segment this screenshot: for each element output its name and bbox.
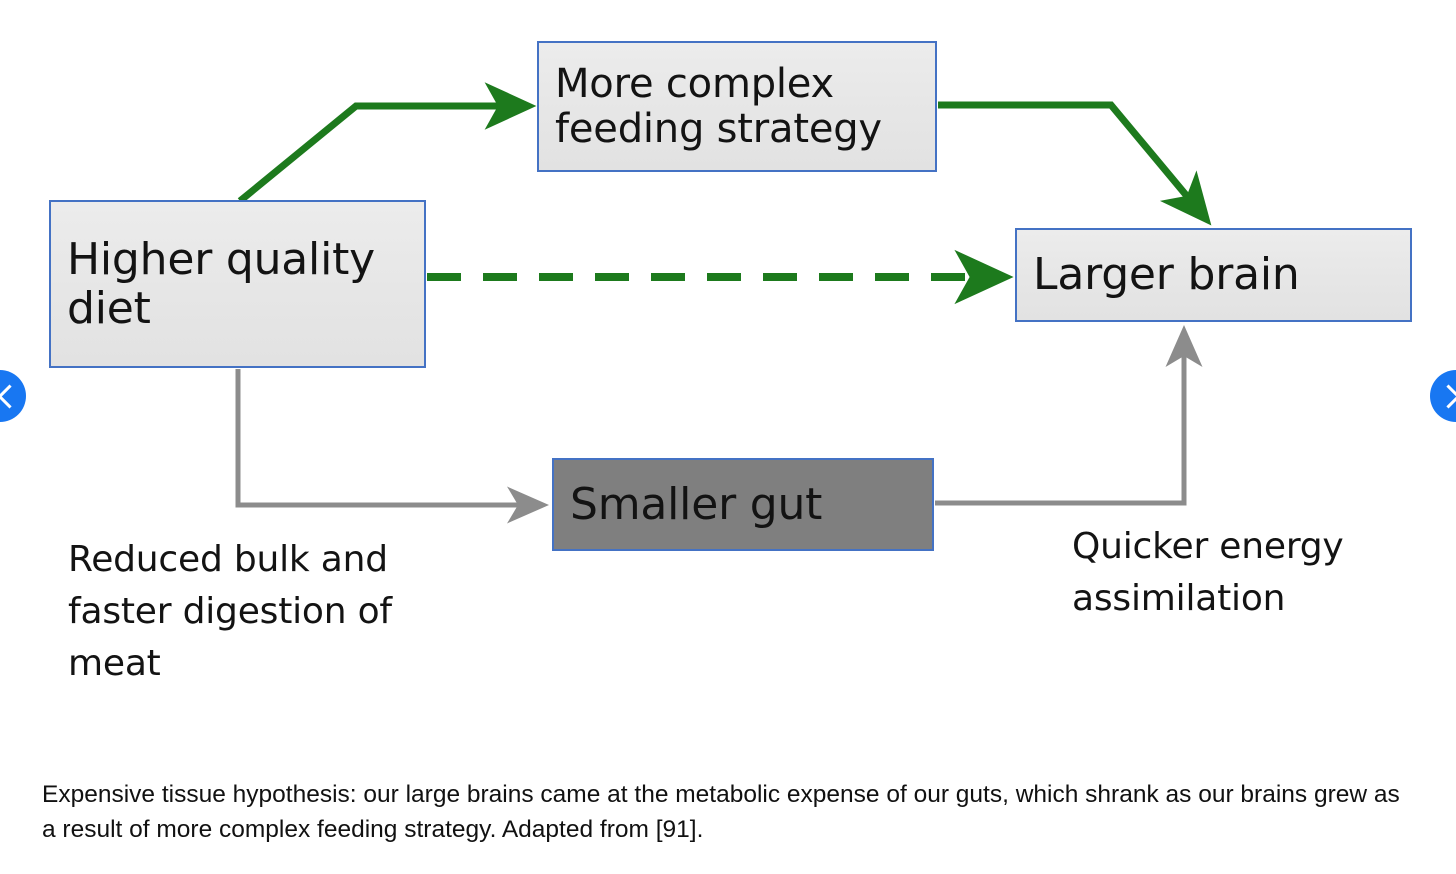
node-label: Smaller gut bbox=[570, 478, 823, 530]
node-smaller-gut: Smaller gut bbox=[552, 458, 934, 551]
node-larger-brain: Larger brain bbox=[1015, 228, 1412, 322]
edge-gut-to-brain bbox=[935, 325, 1203, 506]
carousel-prev-button[interactable] bbox=[0, 370, 26, 422]
node-label: More complex feeding strategy bbox=[555, 60, 882, 152]
edge-strategy-to-brain bbox=[938, 101, 1212, 226]
edge-diet-to-strategy bbox=[237, 82, 537, 204]
edge-label-quicker-energy: Quicker energy assimilation bbox=[1072, 526, 1344, 620]
edge-diet-to-gut bbox=[235, 369, 549, 524]
edge-label-reduced-bulk: Reduced bulk and faster digestion of mea… bbox=[68, 539, 392, 685]
figure-caption: Expensive tissue hypothesis: our large b… bbox=[42, 781, 1400, 843]
node-higher-quality-diet: Higher quality diet bbox=[49, 200, 426, 368]
node-label: Higher quality diet bbox=[67, 233, 375, 334]
carousel-next-button[interactable] bbox=[1430, 370, 1456, 422]
node-more-complex-feeding-strategy: More complex feeding strategy bbox=[537, 41, 937, 172]
chevron-right-icon bbox=[1435, 383, 1456, 409]
chevron-left-icon bbox=[0, 383, 22, 409]
node-label: Larger brain bbox=[1033, 249, 1300, 301]
